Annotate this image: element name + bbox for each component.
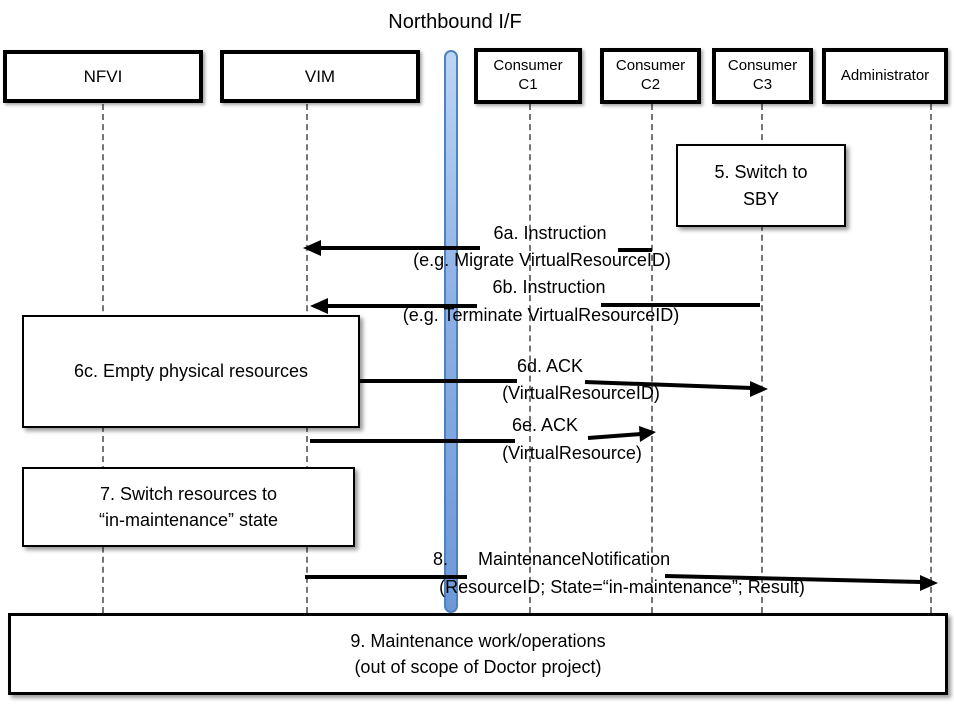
- arrowhead-6a: [303, 240, 321, 256]
- step-6c-label: 6c. Empty physical resources: [73, 361, 309, 382]
- actor-label-consumer-c2: Consumer C2: [615, 57, 686, 93]
- northbound-if-bar: [444, 50, 458, 613]
- message-arrow-6e: [587, 432, 642, 440]
- actor-box-vim: VIM: [220, 50, 420, 103]
- actor-label-vim: VIM: [304, 66, 336, 86]
- actor-label-consumer-c1: Consumer C1: [493, 57, 563, 93]
- arrowhead-6d: [750, 381, 768, 397]
- message-label-6b-detail: (e.g. Terminate VirtualResourceID): [402, 305, 680, 325]
- message-label-6b-name: 6b. Instruction: [492, 277, 606, 297]
- step-box-6c-empty-physical-resources: 6c. Empty physical resources: [22, 315, 360, 428]
- diagram-title: Northbound I/F: [388, 11, 522, 33]
- message-label-8-detail: (ResourceID; State=“in-maintenance”; Res…: [439, 577, 805, 597]
- message-label-6d-detail: (VirtualResourceID): [502, 383, 660, 403]
- arrowhead-6e: [639, 426, 656, 442]
- message-arrow-8: [664, 574, 923, 584]
- lifeline-consumer-c1: [529, 104, 531, 613]
- message-label-6e-detail: (VirtualResource): [502, 443, 642, 463]
- step-7-label: 7. Switch resources to “in-maintenance” …: [98, 483, 279, 530]
- message-arrow-6d: [584, 380, 753, 390]
- step-box-7-switch-resources: 7. Switch resources to “in-maintenance” …: [22, 467, 355, 547]
- message-label-6a-name: 6a. Instruction: [493, 223, 607, 243]
- actor-box-nfvi: NFVI: [3, 50, 203, 103]
- arrowhead-8: [920, 575, 938, 591]
- actor-box-administrator: Administrator: [822, 48, 948, 104]
- actor-box-consumer-c1: Consumer C1: [474, 48, 582, 104]
- step-9-label: 9. Maintenance work/operations (out of s…: [350, 630, 606, 677]
- actor-box-consumer-c3: Consumer C3: [712, 48, 813, 104]
- lifeline-consumer-c3: [761, 104, 763, 613]
- actor-label-nfvi: NFVI: [83, 66, 123, 86]
- message-label-6a-detail: (e.g. Migrate VirtualResourceID): [413, 250, 671, 270]
- step-5-label: 5. Switch to SBY: [714, 162, 808, 209]
- message-label-8-name: 8. MaintenanceNotification: [433, 549, 671, 569]
- lifeline-consumer-c2: [651, 104, 653, 613]
- lifeline-administrator: [930, 104, 932, 613]
- step-box-9-maintenance-work: 9. Maintenance work/operations (out of s…: [8, 613, 948, 695]
- message-label-6e-name: 6e. ACK: [511, 415, 579, 435]
- actor-box-consumer-c2: Consumer C2: [600, 48, 701, 104]
- actor-label-administrator: Administrator: [840, 66, 930, 84]
- arrowhead-6b: [310, 298, 328, 314]
- message-label-6d-name: 6d. ACK: [516, 356, 584, 376]
- actor-label-consumer-c3: Consumer C3: [727, 57, 798, 93]
- step-box-5-switch-to-sby: 5. Switch to SBY: [676, 144, 846, 227]
